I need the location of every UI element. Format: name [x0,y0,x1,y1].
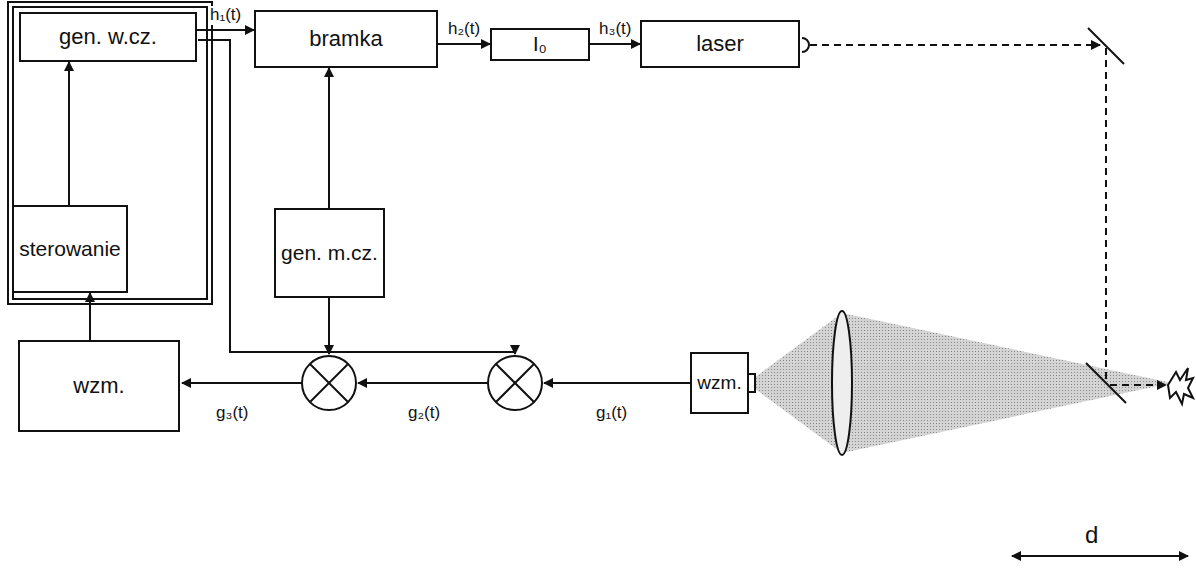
signal-name: h₁(t) [208,6,243,25]
signal-arrow [328,68,330,208]
node-label: gen. w.cz. [59,24,157,50]
mirror [1088,28,1124,64]
lens [832,311,852,455]
signal-arrow [89,293,91,340]
gate-box: bramka [254,10,438,68]
amplitude-box: I₀ [490,28,590,61]
laser-box: laser [640,20,800,68]
receive-beam [754,313,1172,453]
laser-aperture [802,38,809,52]
signal-arrow [590,43,640,45]
node-label: I₀ [533,33,547,56]
mixer-symbol [488,356,542,410]
signal-name: h₃(t) [597,20,633,39]
photodetector [748,374,755,392]
node-label: gen. m.cz. [281,241,378,265]
signal-name: g₃(t) [214,404,250,423]
node-label: bramka [309,26,382,52]
laser-beam [810,44,1100,46]
generator-box: gen. m.cz. [274,208,385,298]
signal-wire [544,382,690,384]
laser-beam [1110,384,1166,386]
node-label: sterowanie [19,237,121,261]
signal-wire [182,382,302,384]
distance-arrow [1012,555,1188,557]
signal-name: h₂(t) [446,20,482,39]
target [1168,368,1193,404]
signal-arrow [197,29,254,31]
signal-name: g₂(t) [406,404,442,423]
mixer-symbol [302,356,356,410]
signal-arrow [68,62,70,205]
node-label: wzm. [73,373,124,399]
signal-name: g₁(t) [594,404,629,423]
reference-wire [198,40,515,354]
mirror [1086,363,1126,403]
lf-wire [328,298,330,354]
amplifier-box: wzm. [690,352,749,414]
control-box: sterowanie [12,205,128,293]
node-label: wzm. [697,372,741,394]
signal-arrow [438,43,490,45]
node-label: laser [696,31,744,57]
laser-beam [1105,48,1107,380]
dimension-label: d [1083,522,1100,548]
generator-box: gen. w.cz. [19,12,197,62]
outer-frame [8,2,212,304]
inner-frame [13,7,207,299]
amplifier-box: wzm. [18,340,180,432]
signal-wire [358,382,488,384]
